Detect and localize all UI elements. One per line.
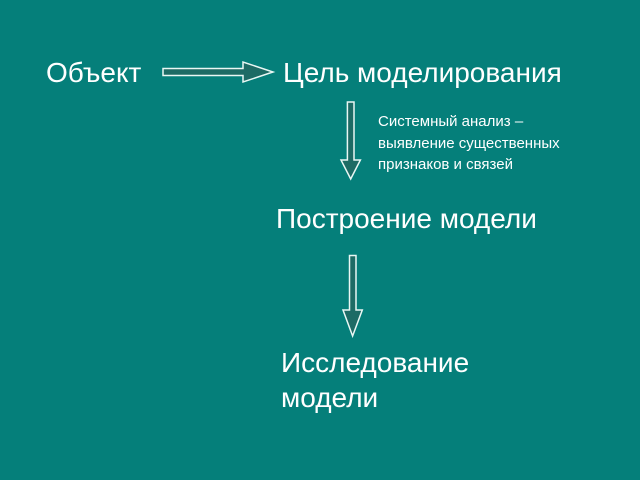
annotation-line-3: признаков и связей xyxy=(378,156,513,173)
node-build-label: Построение модели xyxy=(276,203,537,234)
annotation-line-1: Системный анализ – xyxy=(378,113,524,130)
node-goal-label: Цель моделирования xyxy=(283,57,562,88)
node-object-label: Объект xyxy=(46,57,142,88)
build-to-research-arrow-down-icon xyxy=(341,254,364,339)
annotation-line-2: выявление существенных xyxy=(378,134,560,152)
object-to-goal-arrow-right-icon xyxy=(162,60,276,84)
goal-to-build-arrow-down-icon xyxy=(339,101,362,181)
node-research-label: Исследование модели xyxy=(281,347,470,413)
annotation-text: Системный анализ – выявление существенны… xyxy=(378,111,578,176)
